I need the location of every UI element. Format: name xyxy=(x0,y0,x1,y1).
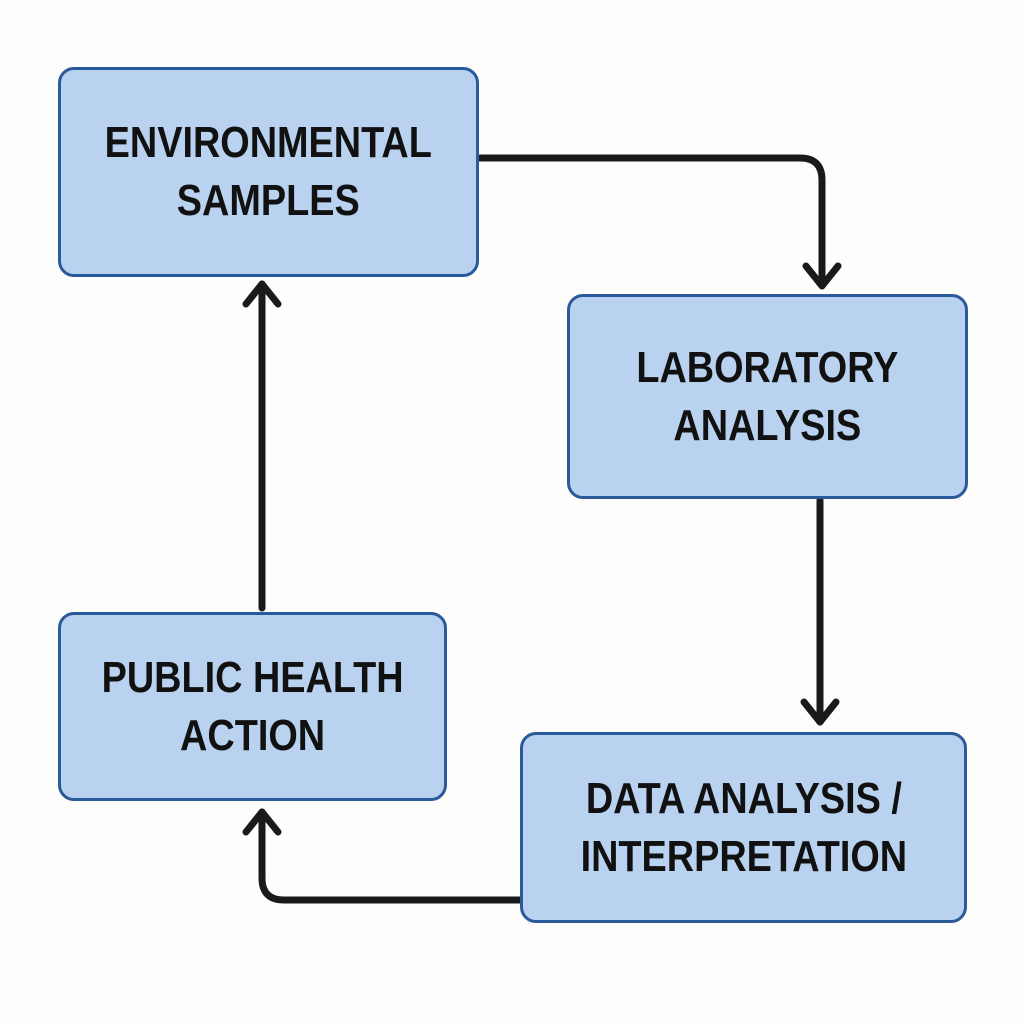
node-label: ENVIRONMENTAL SAMPLES xyxy=(105,114,432,230)
node-laboratory-analysis: LABORATORY ANALYSIS xyxy=(567,294,968,499)
node-label: DATA ANALYSIS / INTERPRETATION xyxy=(580,770,907,886)
label-line: ANALYSIS xyxy=(673,400,862,450)
arrow-data-to-action xyxy=(242,808,524,904)
label-line: INTERPRETATION xyxy=(580,831,907,881)
node-environmental-samples: ENVIRONMENTAL SAMPLES xyxy=(58,67,479,277)
arrow-lab-to-data xyxy=(800,496,840,726)
arrow-action-to-samples xyxy=(242,280,282,612)
label-line: SAMPLES xyxy=(177,176,360,225)
node-public-health-action: PUBLIC HEALTH ACTION xyxy=(58,612,447,801)
node-label: PUBLIC HEALTH ACTION xyxy=(101,649,403,765)
label-line: DATA ANALYSIS / xyxy=(585,773,902,823)
label-line: LABORATORY xyxy=(636,342,899,392)
arrow-samples-to-lab xyxy=(476,154,842,290)
label-line: PUBLIC HEALTH xyxy=(101,652,404,702)
label-line: ENVIRONMENTAL xyxy=(104,118,433,167)
node-label: LABORATORY ANALYSIS xyxy=(636,339,898,455)
label-line: ACTION xyxy=(179,710,326,760)
node-data-analysis-interpretation: DATA ANALYSIS / INTERPRETATION xyxy=(520,732,967,923)
